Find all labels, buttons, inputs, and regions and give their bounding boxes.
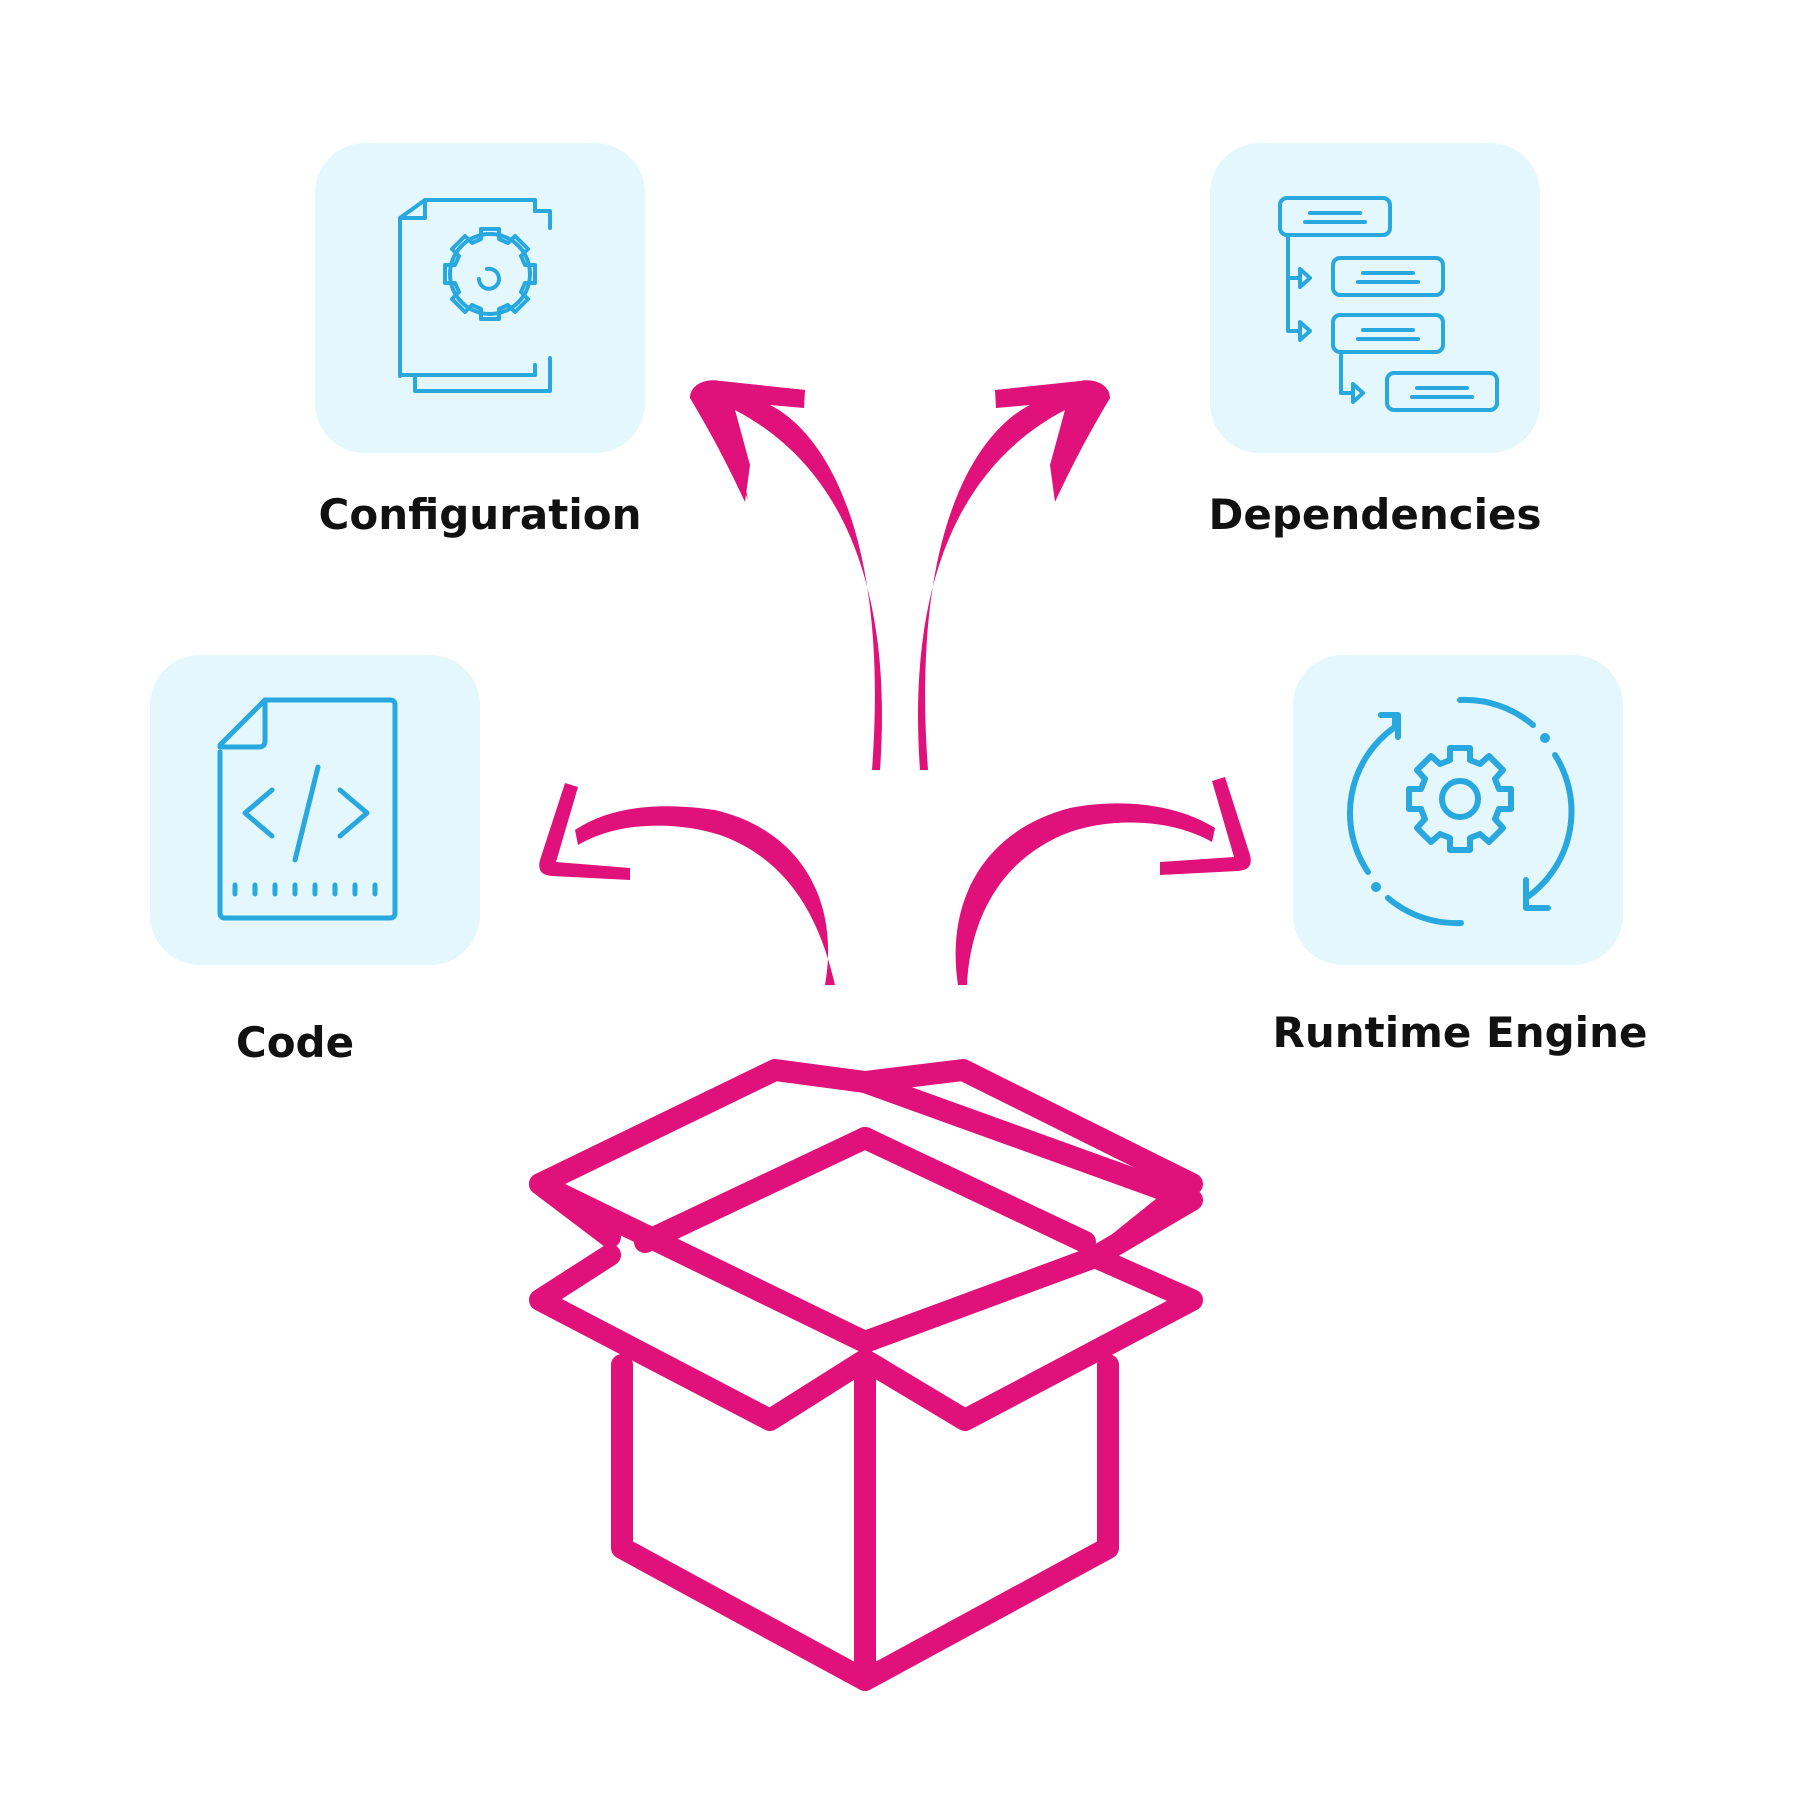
arrow-head-runtime-engine bbox=[1160, 777, 1251, 875]
configuration-label: Configuration bbox=[318, 490, 642, 539]
arrow-to-dependencies bbox=[918, 380, 1110, 770]
code-label: Code bbox=[235, 1018, 355, 1067]
code-file-icon bbox=[217, 697, 398, 921]
arrow-head-configuration bbox=[694, 380, 805, 500]
arrow-to-code bbox=[575, 806, 835, 985]
gear-document-icon bbox=[398, 198, 552, 393]
configuration-card bbox=[315, 143, 645, 453]
runtime-engine-card bbox=[1293, 655, 1623, 965]
dependencies-card bbox=[1210, 143, 1540, 453]
open-box-icon bbox=[529, 1059, 1203, 1691]
dependency-tree-icon bbox=[1278, 196, 1499, 412]
gear-refresh-icon bbox=[1347, 696, 1575, 927]
arrow-to-configuration bbox=[690, 380, 882, 770]
arrow-to-runtime-engine bbox=[955, 803, 1215, 985]
arrow-head-code bbox=[539, 783, 630, 880]
code-card bbox=[150, 655, 480, 965]
runtime-engine-label: Runtime Engine bbox=[1272, 1008, 1648, 1057]
dependencies-label: Dependencies bbox=[1208, 490, 1542, 539]
